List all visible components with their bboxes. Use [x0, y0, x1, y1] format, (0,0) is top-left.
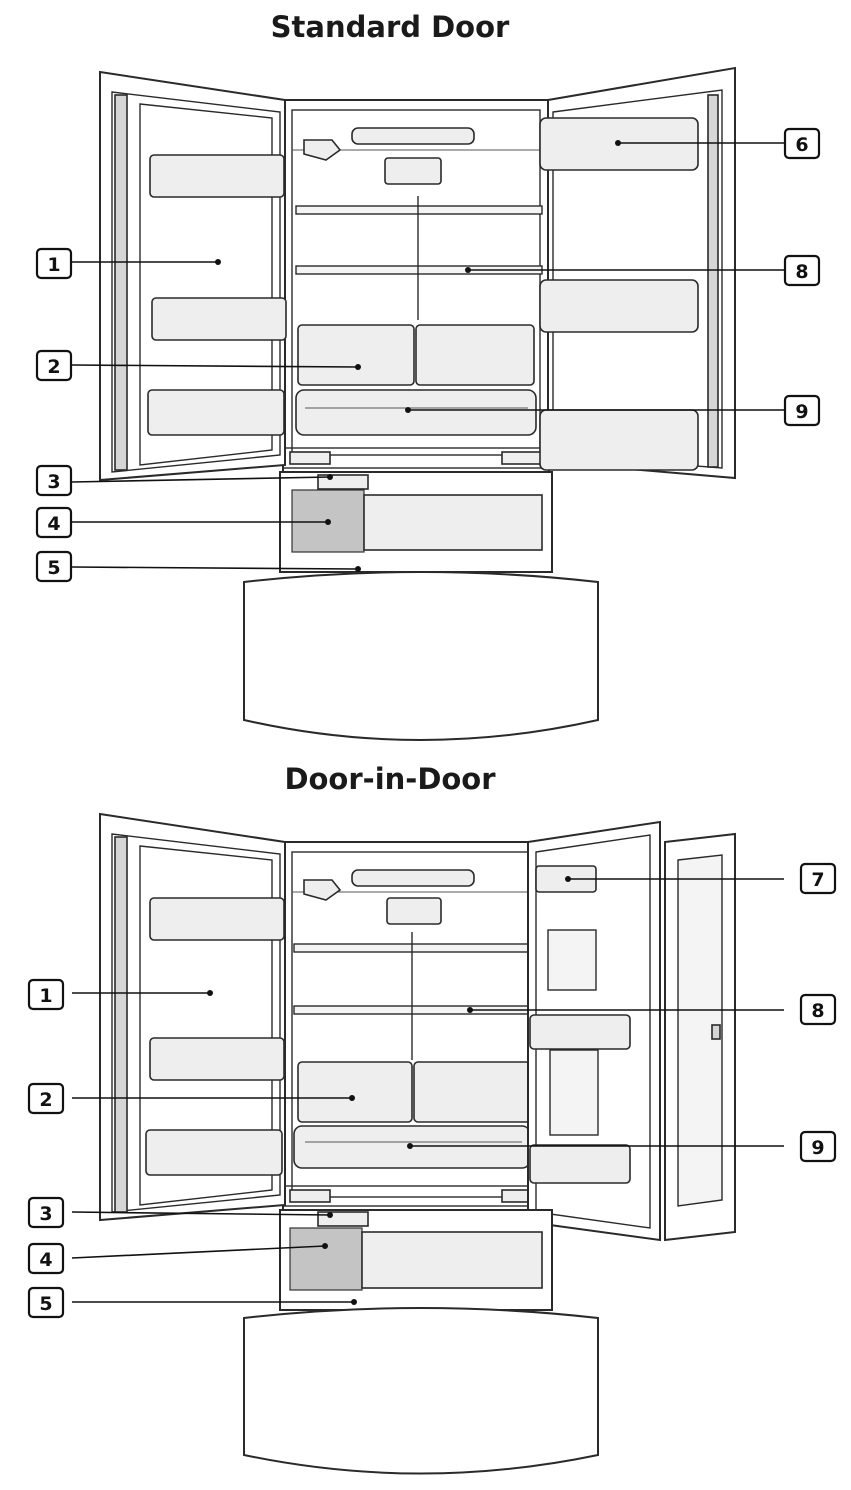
callout-8: 8: [783, 254, 821, 287]
diagram-title-door-in-door: Door-in-Door: [284, 762, 496, 796]
door-in-door-outer-door: [664, 832, 736, 1242]
svg-text:6: 6: [795, 134, 808, 156]
callout-2: 2: [35, 349, 73, 382]
callout-4: 4: [27, 1242, 65, 1275]
crisper-drawer-right: [415, 324, 535, 386]
refrigerator-cabinet: [282, 99, 550, 481]
crisper-drawer-left: [297, 324, 415, 386]
hinge-right-icon: [501, 451, 543, 465]
door-bin-right-3: [539, 409, 699, 471]
door-in-door-inner-case: [527, 820, 661, 1242]
door-in-door-bin: [529, 1144, 631, 1184]
svg-text:2: 2: [39, 1089, 52, 1111]
svg-text:4: 4: [39, 1249, 52, 1271]
door-in-door-window: [549, 1049, 599, 1136]
callout-3: 3: [35, 464, 73, 497]
ice-maker-icon: [303, 879, 342, 901]
callout-5: 5: [27, 1286, 65, 1319]
freezer-drawer-front: [243, 1307, 599, 1475]
freezer-drawer-front: [243, 571, 599, 741]
svg-text:1: 1: [47, 254, 60, 276]
hinge-left-icon: [289, 451, 331, 465]
control-panel-icon: [386, 897, 442, 925]
freezer-drawer: [243, 471, 599, 741]
glide-n-serve-drawer: [295, 389, 537, 436]
door-bin-left-2: [149, 1037, 285, 1081]
svg-text:7: 7: [811, 869, 824, 891]
door-bin-right-2: [539, 279, 699, 333]
callout-4: 4: [35, 506, 73, 539]
callout-1: 1: [35, 247, 73, 280]
svg-text:9: 9: [811, 1137, 824, 1159]
callout-8: 8: [799, 993, 837, 1026]
callout-1: 1: [27, 978, 65, 1011]
freezer-basket: [361, 1231, 543, 1289]
svg-text:5: 5: [47, 557, 60, 579]
control-panel-icon: [384, 157, 442, 185]
door-bin-left-3: [147, 389, 285, 436]
callout-5: 5: [35, 550, 73, 583]
shelf: [295, 205, 543, 215]
callout-9: 9: [783, 394, 821, 427]
standard-door-diagram: 1 2 3 4 5 6 8 9: [35, 66, 821, 741]
left-door: [99, 812, 286, 1222]
door-bin-left-2: [151, 297, 287, 341]
door-in-door-bin: [529, 1014, 631, 1050]
svg-text:8: 8: [811, 1000, 824, 1022]
svg-text:4: 4: [47, 513, 60, 535]
svg-text:1: 1: [39, 985, 52, 1007]
ice-maker-icon: [303, 139, 342, 161]
callout-3: 3: [27, 1196, 65, 1229]
svg-text:9: 9: [795, 401, 808, 423]
refrigerator-cabinet: [282, 841, 550, 1223]
ceiling-light-icon: [351, 869, 475, 887]
freezer-bin-4: [289, 1227, 363, 1291]
door-in-door-window: [547, 929, 597, 991]
right-door: [539, 66, 736, 480]
svg-text:2: 2: [47, 356, 60, 378]
svg-text:5: 5: [39, 1293, 52, 1315]
door-in-door-diagram: 1 2 3 4 5 7 8 9: [27, 812, 837, 1475]
callout-9: 9: [799, 1130, 837, 1163]
crisper-drawer-right: [413, 1061, 531, 1123]
callout-7: 7: [799, 862, 837, 895]
crisper-drawer-left: [297, 1061, 413, 1123]
hinge-left-icon: [289, 1189, 331, 1203]
door-handle-icon: [711, 1024, 721, 1040]
freezer-drawer: [243, 1209, 599, 1475]
ice-bin-icon: [317, 1211, 369, 1227]
door-bin-left-1: [149, 154, 285, 198]
left-door: [99, 70, 287, 482]
svg-text:8: 8: [795, 261, 808, 283]
callout-2: 2: [27, 1082, 65, 1115]
door-bin-left-3: [145, 1129, 283, 1176]
callout-6: 6: [783, 127, 821, 160]
door-bin-left-1: [149, 897, 285, 941]
freezer-basket: [363, 494, 543, 551]
ceiling-light-icon: [351, 127, 475, 145]
svg-text:3: 3: [39, 1203, 52, 1225]
svg-text:3: 3: [47, 471, 60, 493]
diagram-title-standard-door: Standard Door: [270, 10, 510, 44]
